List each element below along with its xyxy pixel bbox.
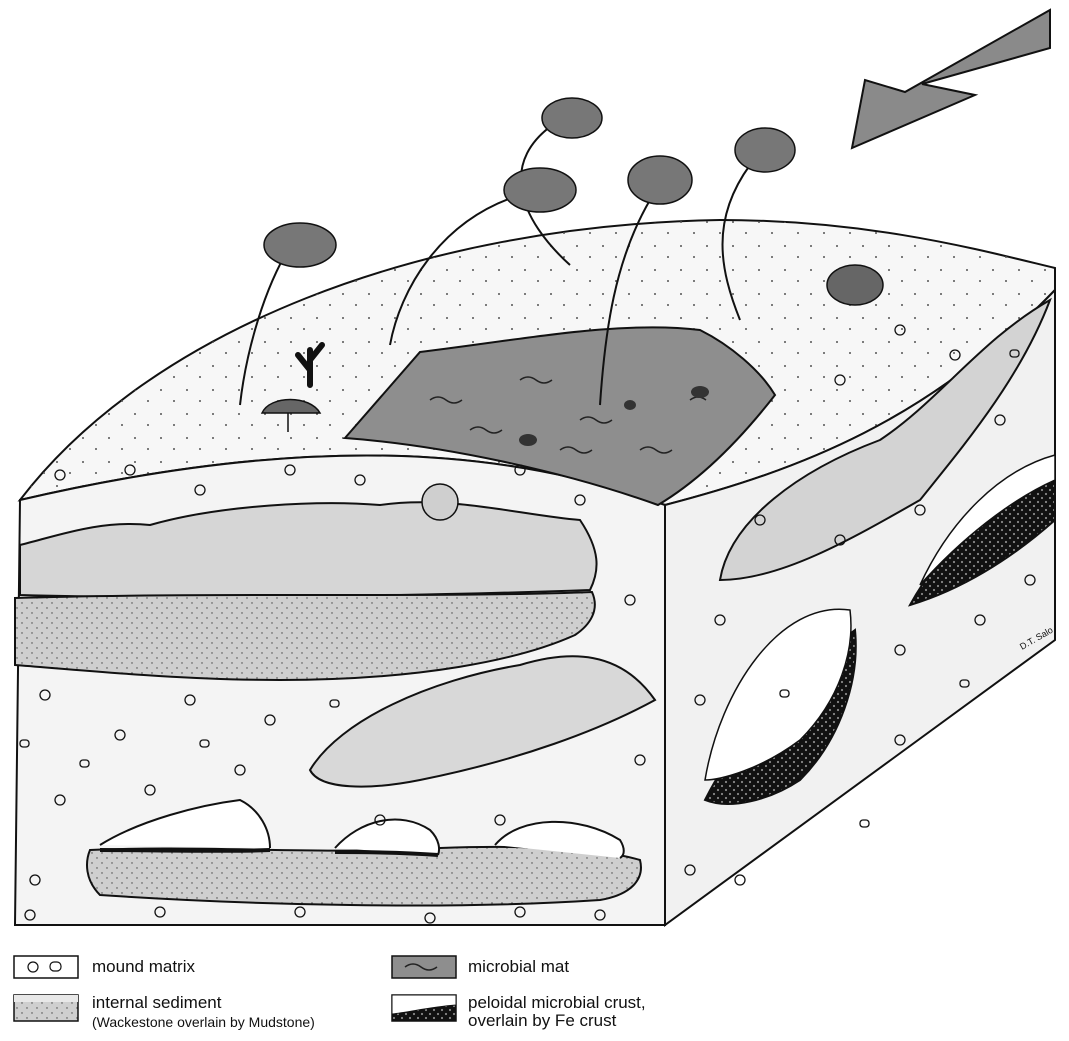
legend-label-crust-line1: peloidal microbial crust, [468,994,646,1011]
legend-label-crust-line2: overlain by Fe crust [468,1012,616,1029]
legend-swatch-microbial-mat [392,956,456,978]
legend-swatch-crust [392,995,456,1021]
ammonoid [422,484,458,520]
current-arrow [852,10,1050,148]
legend-swatch-internal-sediment [14,995,78,1021]
legend-label-internal-sediment-note: (Wackestone overlain by Mudstone) [92,1014,315,1030]
legend-label-microbial-mat: microbial mat [468,958,569,975]
legend-label-internal-sediment: internal sediment [92,994,221,1011]
trilobite [827,265,883,305]
legend-label-mound-matrix: mound matrix [92,958,195,975]
legend-swatch-mound-matrix [14,956,78,978]
bottom-sediment-band [87,847,641,906]
